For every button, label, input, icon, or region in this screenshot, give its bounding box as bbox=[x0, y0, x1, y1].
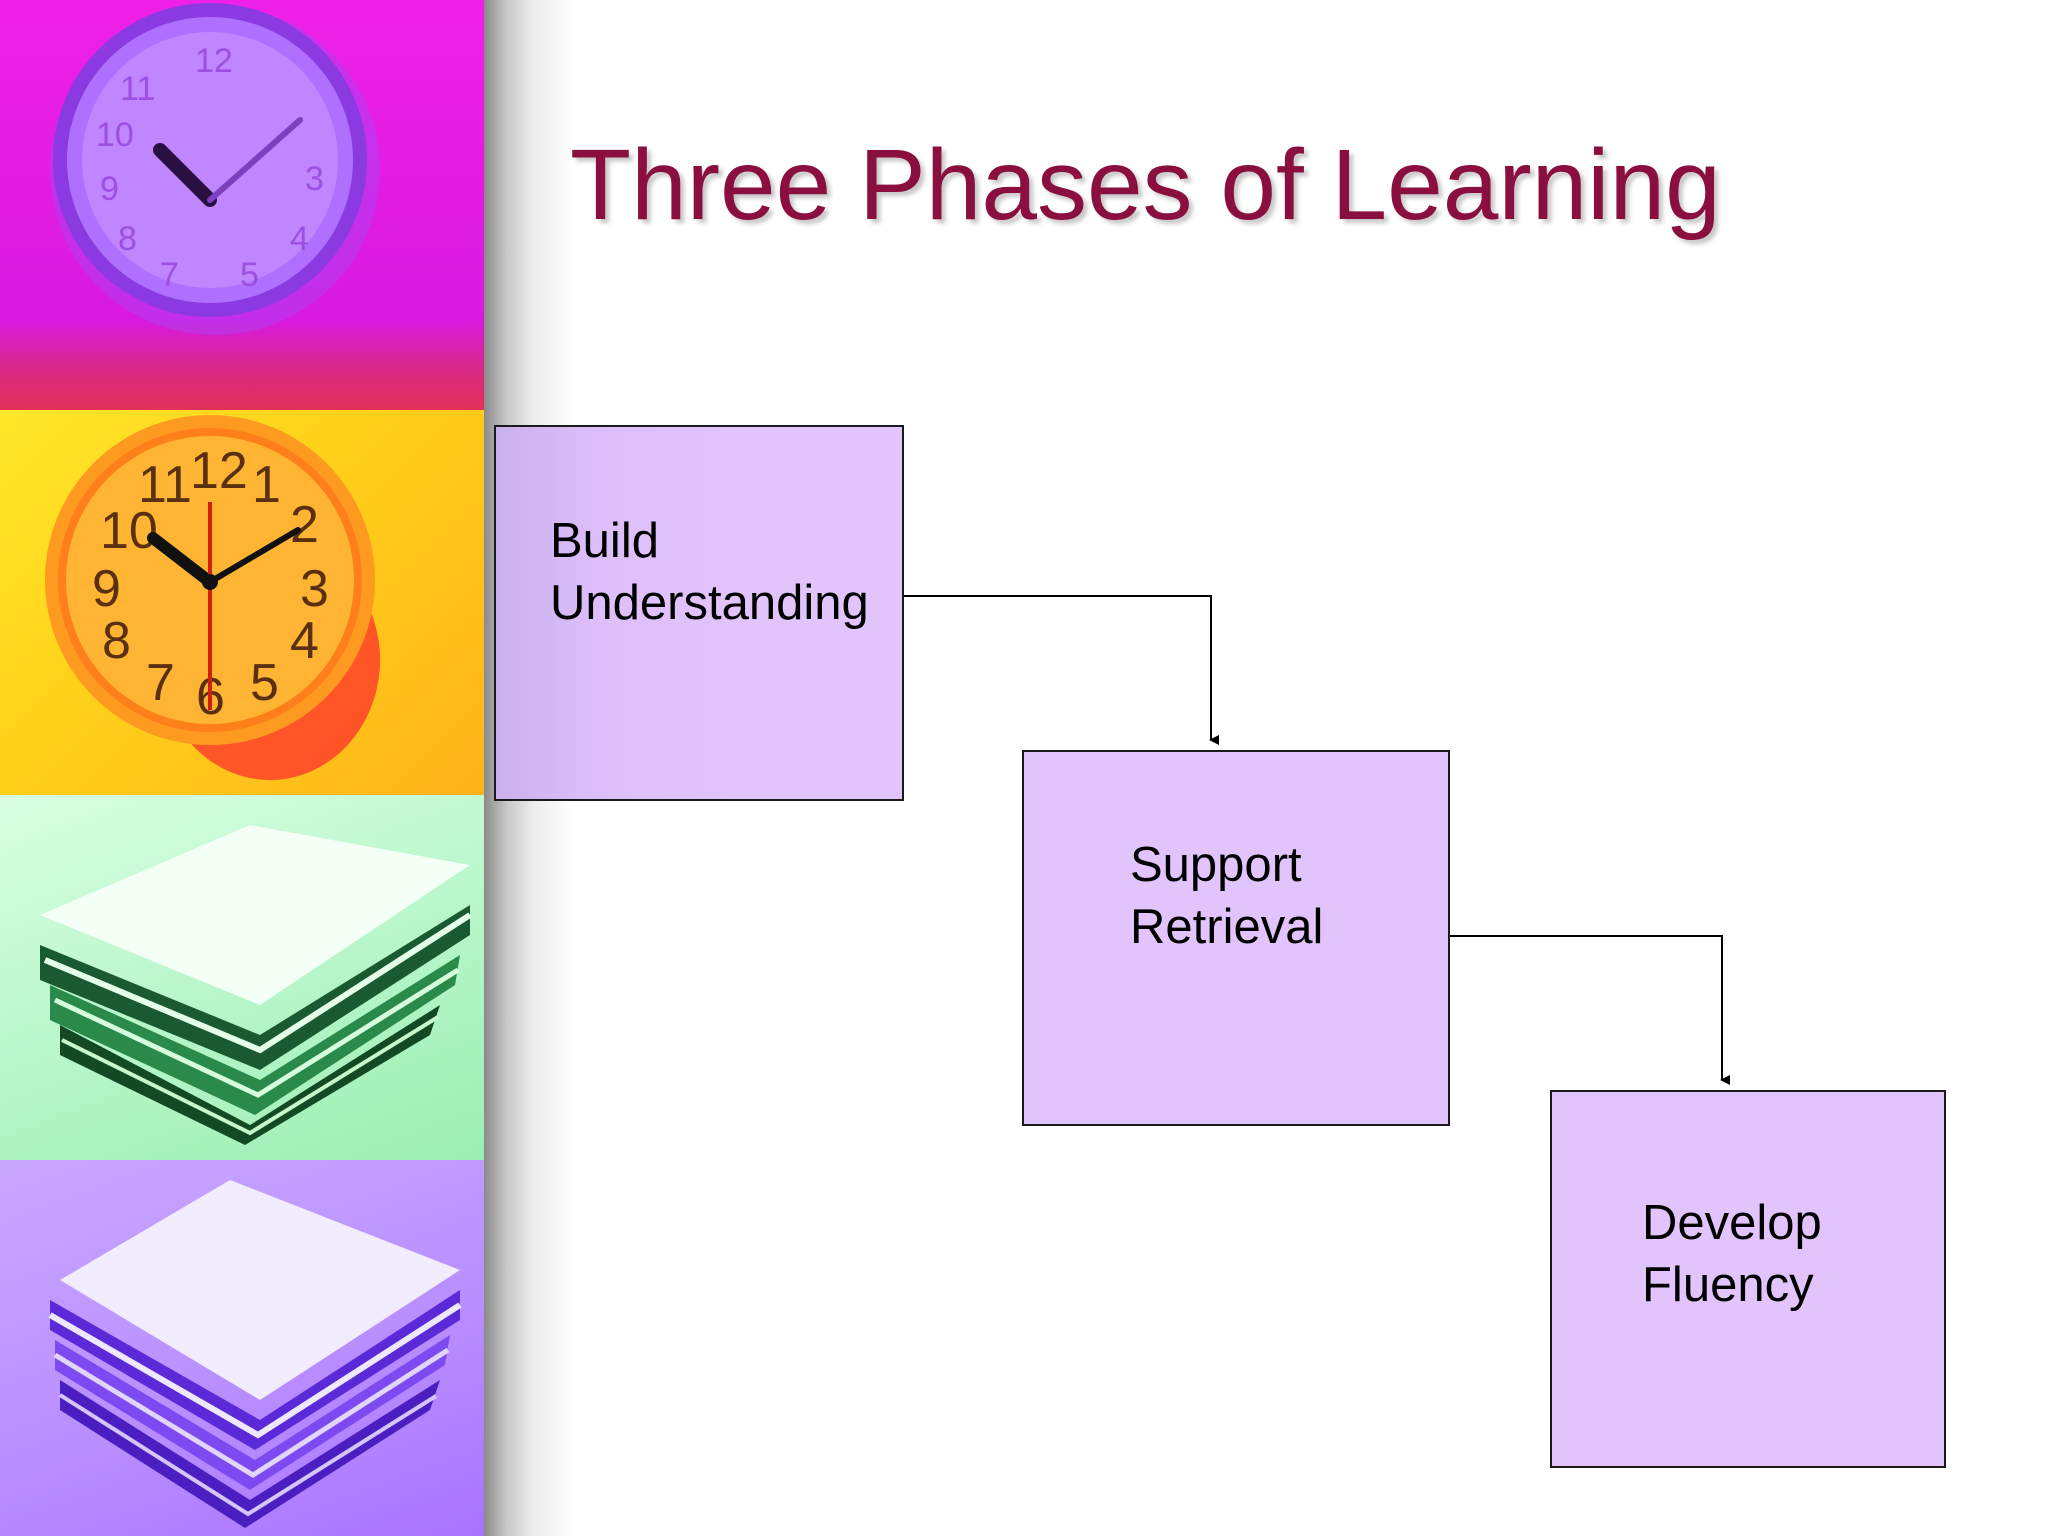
svg-text:5: 5 bbox=[240, 256, 259, 294]
svg-text:12: 12 bbox=[190, 442, 248, 500]
phase-box-develop-fluency: Develop Fluency bbox=[1550, 1090, 1946, 1468]
connector-build-to-support bbox=[904, 595, 1219, 745]
phase-label-line2: Understanding bbox=[550, 576, 869, 630]
svg-text:9: 9 bbox=[100, 170, 119, 208]
svg-text:2: 2 bbox=[290, 496, 319, 554]
svg-text:10: 10 bbox=[96, 116, 134, 154]
phase-label-line2: Retrieval bbox=[1130, 900, 1324, 954]
phase-label: Build Understanding bbox=[550, 510, 869, 634]
svg-text:9: 9 bbox=[92, 560, 121, 618]
svg-text:1: 1 bbox=[252, 456, 281, 514]
phase-label: Develop Fluency bbox=[1642, 1192, 1822, 1316]
svg-text:11: 11 bbox=[120, 70, 155, 108]
svg-text:3: 3 bbox=[300, 560, 329, 618]
phase-label-line1: Develop bbox=[1642, 1196, 1822, 1250]
green-books-image bbox=[0, 795, 484, 1160]
svg-text:8: 8 bbox=[118, 220, 137, 258]
purple-clock-image: 12 11 10 9 8 7 5 4 3 bbox=[0, 0, 484, 410]
svg-text:4: 4 bbox=[290, 612, 319, 670]
svg-text:10: 10 bbox=[100, 502, 158, 560]
slide-title: Three Phases of Learning bbox=[570, 129, 1721, 241]
phase-label: Support Retrieval bbox=[1130, 834, 1323, 958]
svg-text:4: 4 bbox=[290, 220, 309, 258]
svg-text:7: 7 bbox=[160, 256, 179, 294]
violet-books-image bbox=[0, 1160, 484, 1536]
connector-support-to-develop bbox=[1450, 935, 1730, 1085]
phase-label-line1: Build bbox=[550, 514, 659, 568]
svg-text:3: 3 bbox=[305, 160, 324, 198]
svg-text:7: 7 bbox=[146, 654, 175, 712]
svg-text:12: 12 bbox=[195, 42, 233, 80]
svg-text:5: 5 bbox=[250, 654, 279, 712]
phase-label-line2: Fluency bbox=[1642, 1258, 1814, 1312]
phase-label-line1: Support bbox=[1130, 838, 1302, 892]
phase-box-build-understanding: Build Understanding bbox=[494, 425, 904, 801]
svg-text:11: 11 bbox=[138, 456, 192, 514]
orange-clock-image: 12 11 1 10 2 9 3 8 4 7 6 5 bbox=[0, 410, 484, 795]
svg-text:8: 8 bbox=[102, 612, 131, 670]
phase-box-support-retrieval: Support Retrieval bbox=[1022, 750, 1450, 1126]
